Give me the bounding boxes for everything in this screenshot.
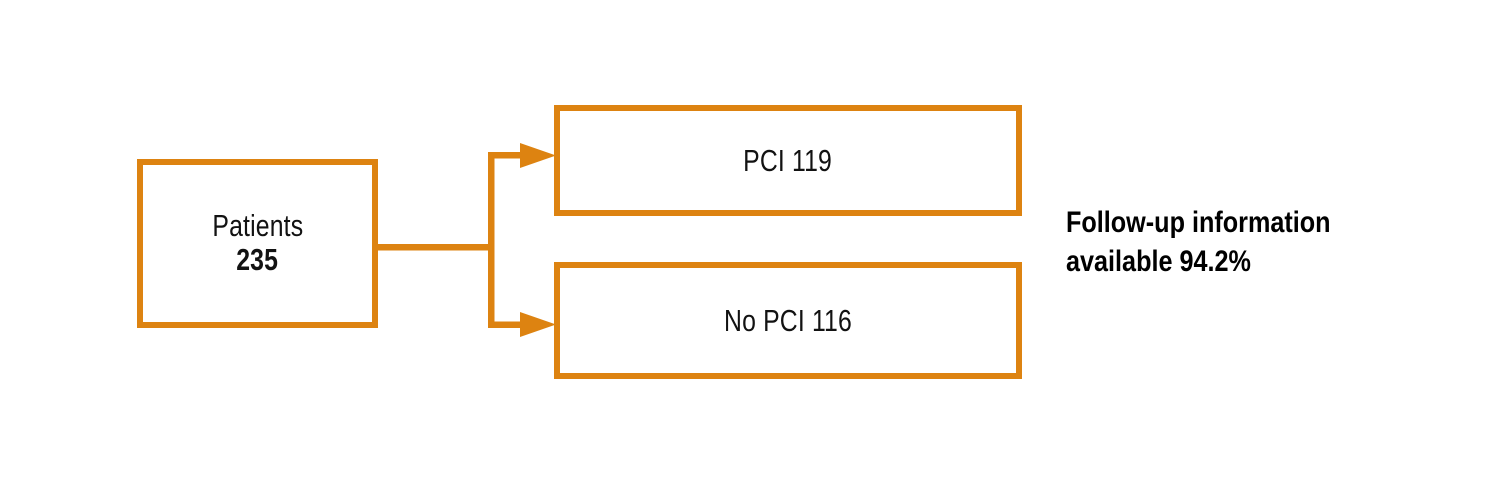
node-patients-value: 235 — [236, 241, 279, 277]
node-pci-label: PCI 119 — [743, 142, 833, 178]
node-patients-label: Patients — [212, 208, 303, 244]
arrowhead-lower-icon — [520, 312, 556, 337]
node-patients: Patients 235 — [137, 159, 378, 328]
connector-arm-upper — [488, 152, 528, 159]
connector-arm-lower — [488, 321, 528, 328]
node-no-pci-label: No PCI 116 — [724, 302, 852, 338]
node-pci: PCI 119 — [554, 105, 1022, 216]
follow-up-annotation: Follow-up information available 94.2% — [1066, 203, 1396, 281]
connector-trunk-horizontal — [377, 244, 494, 251]
follow-up-annotation-line-1: Follow-up information — [1066, 206, 1331, 239]
connector-branch-vertical — [488, 152, 495, 328]
follow-up-annotation-line-2: available 94.2% — [1066, 245, 1251, 278]
arrowhead-upper-icon — [520, 143, 556, 168]
node-no-pci: No PCI 116 — [554, 262, 1022, 379]
